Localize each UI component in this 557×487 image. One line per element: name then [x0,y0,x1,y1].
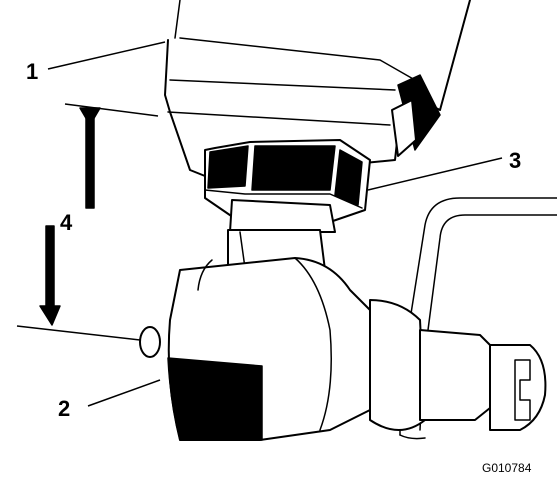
arrow-head-top [79,107,101,126]
callout-3: 3 [509,148,521,173]
washer [229,199,336,233]
sensor-band [167,357,263,441]
figure-id: G010784 [482,461,532,475]
arrow-shaft-bottom [45,225,55,312]
callout-1: 1 [26,59,38,84]
plug-round [139,326,161,358]
dimension-marker [16,103,159,341]
leader-line-1 [47,41,166,70]
leader-line-2 [87,379,161,407]
connector [369,299,547,431]
callout-2: 2 [58,396,70,421]
arrow-shaft-top [85,117,95,209]
leader-line-3 [367,157,503,191]
callout-4: 4 [60,210,73,235]
